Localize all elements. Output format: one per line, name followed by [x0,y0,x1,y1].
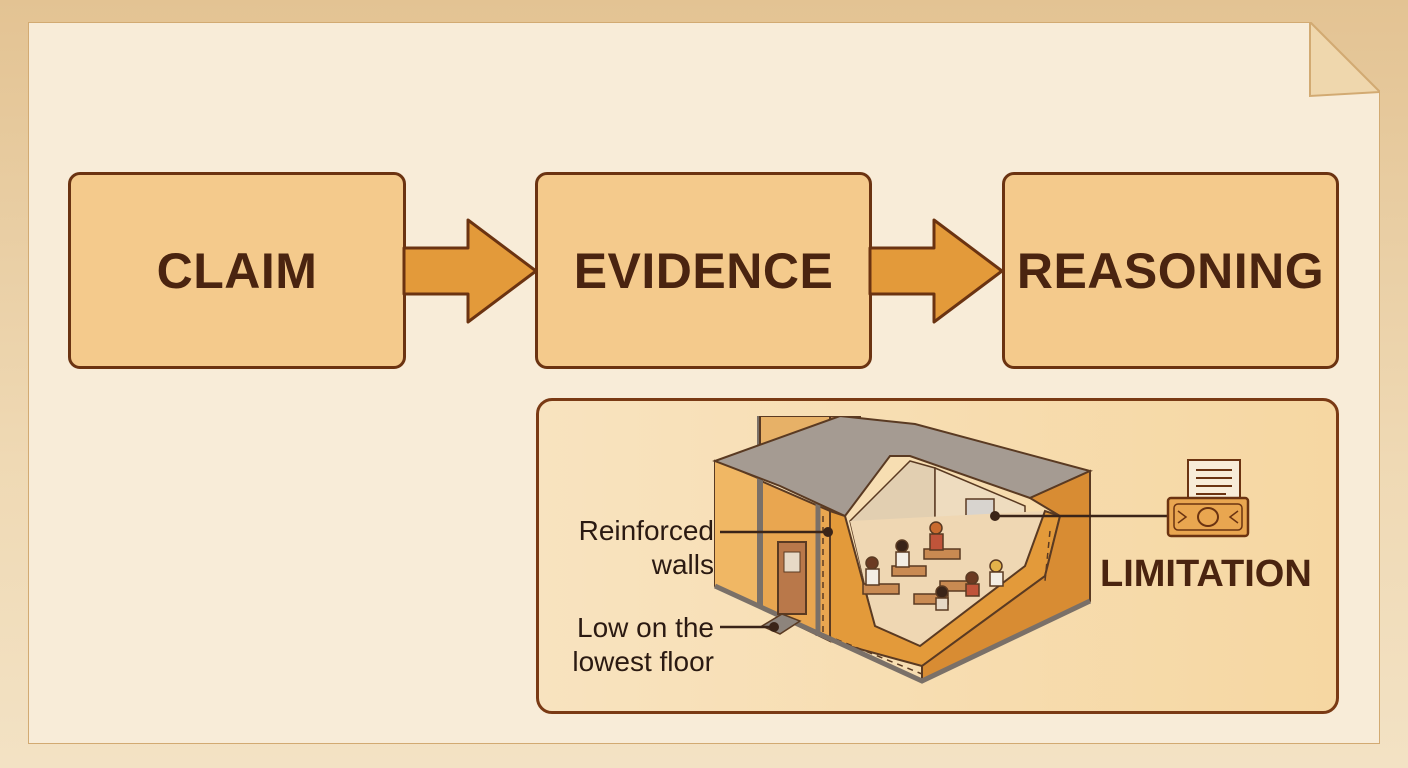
claim-label: CLAIM [156,242,318,299]
callout-lines [720,511,1170,632]
evidence-label: EVIDENCE [573,242,834,299]
arrow-right-icon [402,218,538,324]
money-bill-icon [1166,459,1250,538]
reasoning-box: REASONING [1002,172,1339,369]
reinforced-walls-label: Reinforced walls [578,515,714,580]
limitation-label: LIMITATION [1100,553,1312,595]
arrow-right-icon [868,218,1004,324]
claim-box: CLAIM [68,172,406,369]
reasoning-label: REASONING [1016,242,1325,299]
low-floor-label: Low on the lowest floor [572,612,714,677]
evidence-box: EVIDENCE [535,172,872,369]
building-cutaway-icon [712,416,1093,684]
document-icon [1188,460,1189,461]
